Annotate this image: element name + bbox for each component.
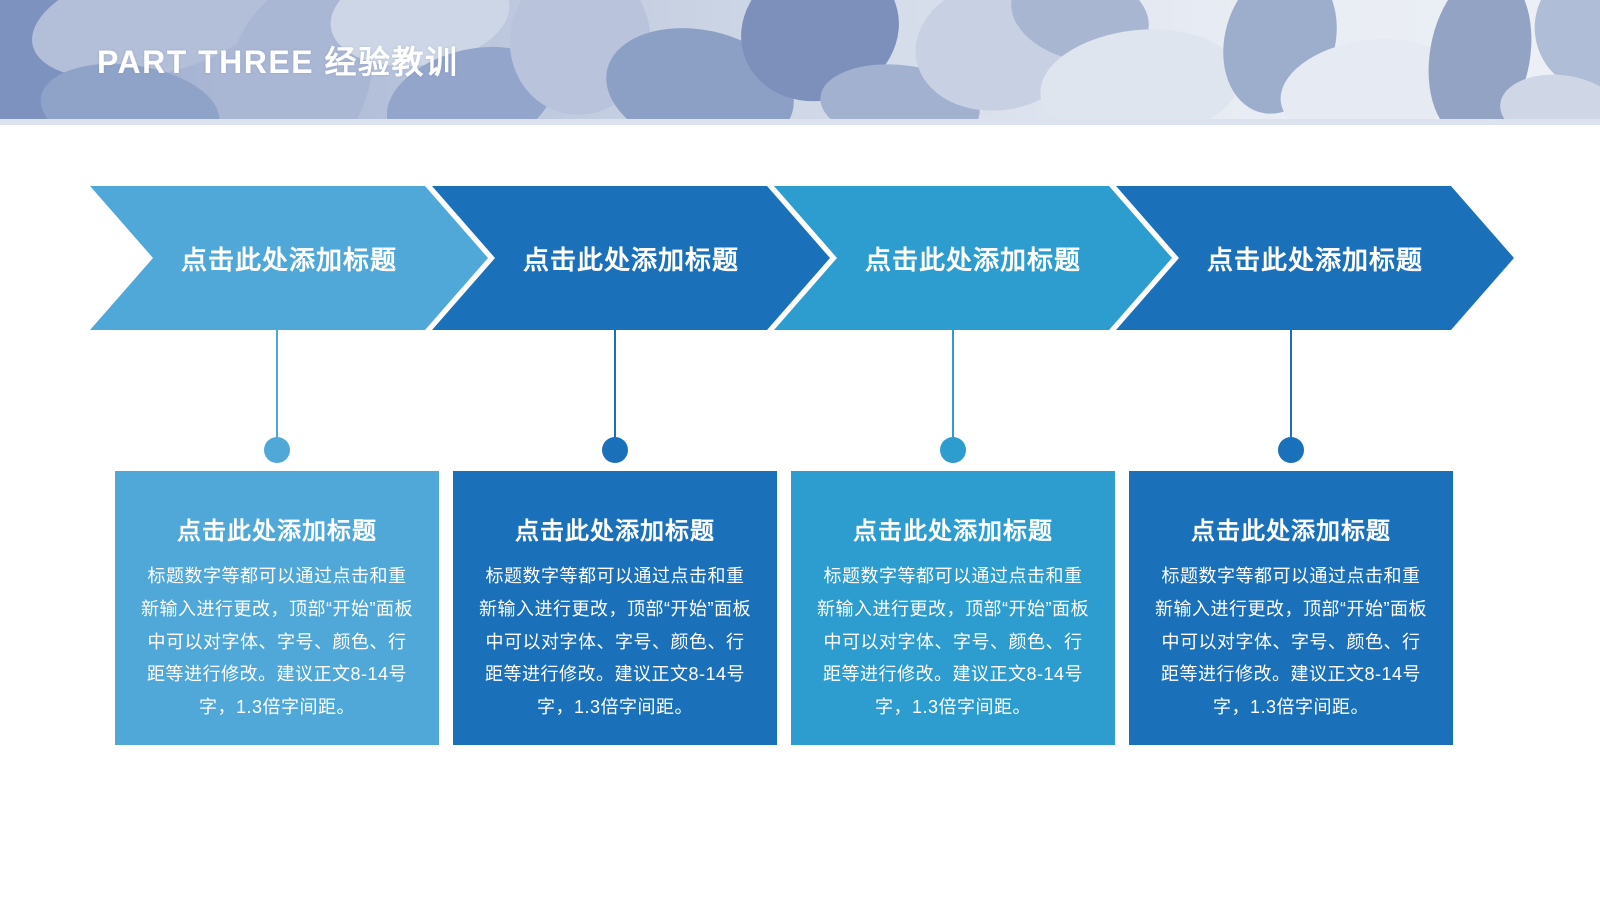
camo-pattern-background (0, 0, 1600, 125)
step-arrow-3[interactable]: 点击此处添加标题 (774, 186, 1172, 330)
info-box-body[interactable]: 标题数字等都可以通过点击和重新输入进行更改，顶部“开始”面板中可以对字体、字号、… (1155, 566, 1427, 717)
connector-line-3 (952, 330, 954, 440)
connector-line-4 (1290, 330, 1292, 440)
info-box-title[interactable]: 点击此处添加标题 (515, 518, 715, 545)
step-arrow-label: 点击此处添加标题 (864, 244, 1081, 275)
step-arrow-label: 点击此处添加标题 (1206, 244, 1423, 275)
slide-header: PART THREE 经验教训 (0, 0, 1600, 125)
step-arrow-1[interactable]: 点击此处添加标题 (90, 186, 488, 330)
info-box-body[interactable]: 标题数字等都可以通过点击和重新输入进行更改，顶部“开始”面板中可以对字体、字号、… (141, 566, 413, 717)
connector-dot-1 (264, 437, 290, 463)
info-box-2[interactable]: 点击此处添加标题 标题数字等都可以通过点击和重新输入进行更改，顶部“开始”面板中… (453, 471, 777, 745)
step-arrow-2[interactable]: 点击此处添加标题 (432, 186, 830, 330)
info-box-body[interactable]: 标题数字等都可以通过点击和重新输入进行更改，顶部“开始”面板中可以对字体、字号、… (817, 566, 1089, 717)
info-box-4[interactable]: 点击此处添加标题 标题数字等都可以通过点击和重新输入进行更改，顶部“开始”面板中… (1129, 471, 1453, 745)
info-box-title[interactable]: 点击此处添加标题 (853, 518, 1053, 545)
step-arrow-4[interactable]: 点击此处添加标题 (1116, 186, 1514, 330)
page-title: PART THREE 经验教训 (97, 43, 459, 80)
info-box-title[interactable]: 点击此处添加标题 (177, 518, 377, 545)
info-box-body[interactable]: 标题数字等都可以通过点击和重新输入进行更改，顶部“开始”面板中可以对字体、字号、… (479, 566, 751, 717)
info-box-title[interactable]: 点击此处添加标题 (1191, 518, 1391, 545)
connector-dot-3 (940, 437, 966, 463)
step-arrow-label: 点击此处添加标题 (180, 244, 397, 275)
connector-line-1 (276, 330, 278, 440)
info-box-1[interactable]: 点击此处添加标题 标题数字等都可以通过点击和重新输入进行更改，顶部“开始”面板中… (115, 471, 439, 745)
step-arrow-label: 点击此处添加标题 (522, 244, 739, 275)
connector-dot-2 (602, 437, 628, 463)
connector-dot-4 (1278, 437, 1304, 463)
info-box-3[interactable]: 点击此处添加标题 标题数字等都可以通过点击和重新输入进行更改，顶部“开始”面板中… (791, 471, 1115, 745)
connector-line-2 (614, 330, 616, 440)
